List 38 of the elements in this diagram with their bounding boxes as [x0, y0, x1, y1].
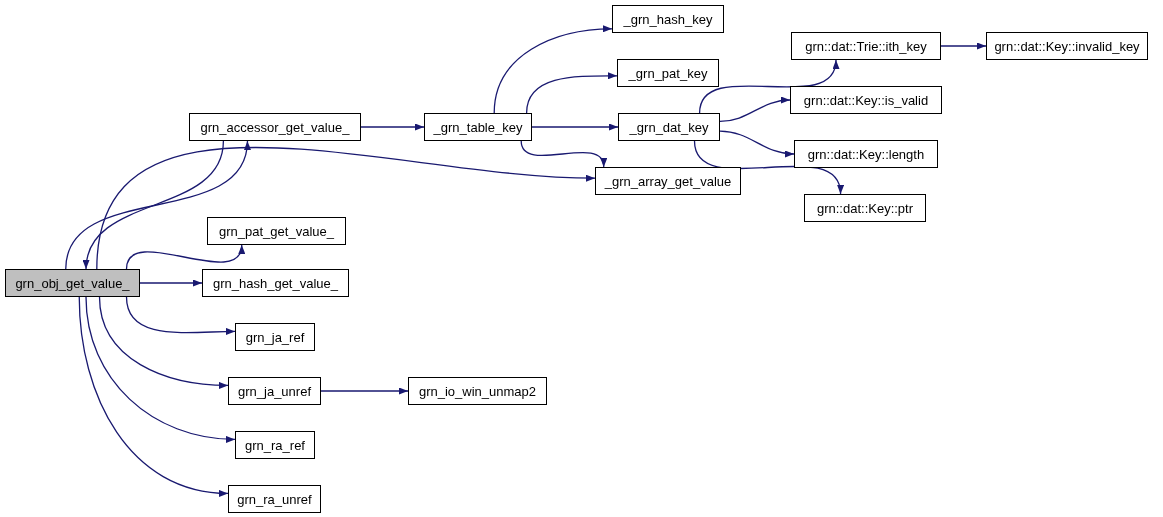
- arrow: [940, 42, 987, 50]
- function-box: grn::dat::Key::ptr: [804, 194, 926, 222]
- function-box: grn_ra_unref: [228, 485, 321, 513]
- function-box: grn::dat::Key::length: [794, 140, 938, 168]
- arrow: [520, 140, 606, 168]
- arrow: [125, 244, 244, 270]
- function-box: grn_pat_get_value_: [207, 217, 346, 245]
- arrow: [78, 296, 229, 497]
- arrow: [525, 72, 618, 114]
- function-box: _grn_dat_key: [618, 113, 720, 141]
- function-box: grn_ja_unref: [228, 377, 321, 405]
- arrow: [98, 296, 229, 389]
- function-box: grn::dat::Key::is_valid: [790, 86, 942, 114]
- arrow: [719, 130, 795, 158]
- arrow: [698, 59, 838, 114]
- function-box: _grn_hash_key: [612, 5, 724, 33]
- arrow: [85, 296, 236, 443]
- function-box: grn_accessor_get_value_: [189, 113, 361, 141]
- function-box: grn_io_win_unmap2: [408, 377, 547, 405]
- function-box: _grn_array_get_value: [595, 167, 741, 195]
- arrow: [719, 96, 791, 123]
- arrow: [531, 123, 619, 131]
- function-box: grn_obj_get_value_: [5, 269, 140, 297]
- function-box: grn::dat::Trie::ith_key: [791, 32, 941, 60]
- arrow: [360, 123, 425, 131]
- arrow: [83, 140, 225, 270]
- function-box: grn_ja_ref: [235, 323, 315, 351]
- function-box: grn_ra_ref: [235, 431, 315, 459]
- arrow: [65, 140, 250, 270]
- arrow: [493, 25, 613, 114]
- arrow: [320, 387, 409, 395]
- function-box: grn_hash_get_value_: [202, 269, 349, 297]
- arrow: [125, 296, 236, 335]
- function-box: _grn_pat_key: [617, 59, 719, 87]
- function-box: grn::dat::Key::invalid_key: [986, 32, 1148, 60]
- arrow: [139, 279, 203, 287]
- arrow: [96, 147, 596, 270]
- function-box: _grn_table_key: [424, 113, 532, 141]
